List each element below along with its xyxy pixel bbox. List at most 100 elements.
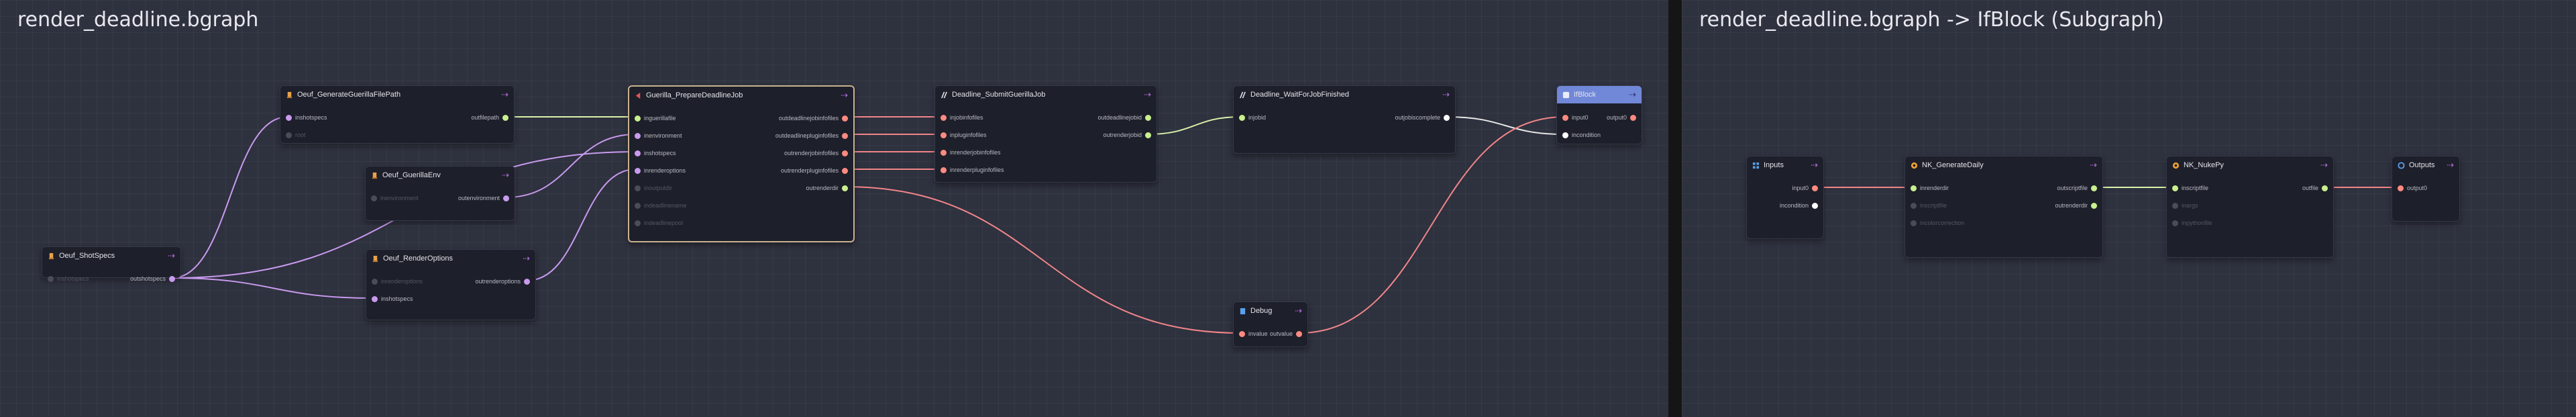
node-menu-icon[interactable]: ⇢ xyxy=(1442,89,1450,99)
port-dot-icon[interactable] xyxy=(941,167,947,174)
port-dot-icon[interactable] xyxy=(635,220,641,227)
port-dot-icon[interactable] xyxy=(1562,115,1568,122)
node-menu-icon[interactable]: ⇢ xyxy=(1295,306,1302,316)
input-port[interactable]: inrenderpluginfofiles xyxy=(941,165,1004,175)
node-menu-icon[interactable]: ⇢ xyxy=(2447,160,2454,170)
port-dot-icon[interactable] xyxy=(503,195,509,202)
input-port[interactable]: inshotspecs xyxy=(286,113,327,122)
node-header[interactable]: Oeuf_GenerateGuerillaFilePath⇢ xyxy=(280,86,514,103)
port-dot-icon[interactable] xyxy=(2398,185,2404,192)
wire[interactable] xyxy=(505,134,637,198)
port-dot-icon[interactable] xyxy=(371,195,377,202)
node-header[interactable]: Outputs⇢ xyxy=(2392,156,2459,174)
port-dot-icon[interactable] xyxy=(1562,132,1568,139)
port-dot-icon[interactable] xyxy=(2322,185,2328,192)
node-header[interactable]: Inputs⇢ xyxy=(1747,156,1823,174)
port-dot-icon[interactable] xyxy=(1911,203,1917,210)
node-outputs[interactable]: Outputs⇢output0 xyxy=(2392,156,2460,222)
node-header[interactable]: IfBlock⇢ xyxy=(1557,86,1642,103)
node-header[interactable]: Guerilla_PrepareDeadlineJob⇢ xyxy=(629,87,853,104)
node-menu-icon[interactable]: ⇢ xyxy=(1144,89,1151,99)
port-dot-icon[interactable] xyxy=(1145,132,1151,139)
port-dot-icon[interactable] xyxy=(286,115,292,122)
node-header[interactable]: Deadline_SubmitGuerillaJob⇢ xyxy=(935,86,1157,103)
output-port[interactable]: outjobiscomplete xyxy=(1395,113,1450,122)
port-dot-icon[interactable] xyxy=(372,279,378,285)
node-header[interactable]: NK_NukePy⇢ xyxy=(2167,156,2333,174)
wire[interactable] xyxy=(1446,116,1565,135)
port-dot-icon[interactable] xyxy=(842,115,848,122)
port-dot-icon[interactable] xyxy=(2091,203,2097,210)
output-port[interactable]: outdeadlinejobinfofiles xyxy=(779,113,848,123)
input-port[interactable]: inshotspecs xyxy=(635,148,676,158)
node-genpath[interactable]: Oeuf_GenerateGuerillaFilePath⇢ inshotspec… xyxy=(280,85,515,144)
output-port[interactable]: outenvironment xyxy=(458,193,509,203)
port-dot-icon[interactable] xyxy=(941,150,947,156)
node-renderopts[interactable]: Oeuf_RenderOptions⇢ inrenderoptions inshot… xyxy=(366,249,536,320)
port-dot-icon[interactable] xyxy=(1812,185,1818,192)
port-dot-icon[interactable] xyxy=(941,115,947,122)
node-menu-icon[interactable]: ⇢ xyxy=(501,89,508,99)
port-dot-icon[interactable] xyxy=(48,276,54,283)
input-port[interactable]: inargs xyxy=(2172,201,2198,210)
port-dot-icon[interactable] xyxy=(2172,185,2178,192)
node-menu-icon[interactable]: ⇢ xyxy=(1629,89,1636,99)
port-dot-icon[interactable] xyxy=(1444,115,1450,122)
main-graph-canvas[interactable]: render_deadline.bgraph Oeuf_ShotSpecs⇢in… xyxy=(0,0,1668,417)
port-dot-icon[interactable] xyxy=(1239,115,1245,122)
port-dot-icon[interactable] xyxy=(2091,185,2097,192)
input-port[interactable]: root xyxy=(286,130,306,140)
wire[interactable] xyxy=(171,116,288,279)
input-port[interactable]: inscriptfile xyxy=(1911,201,1947,210)
port-dot-icon[interactable] xyxy=(635,203,641,210)
wire[interactable] xyxy=(843,186,1242,334)
node-menu-icon[interactable]: ⇢ xyxy=(2320,160,2328,170)
port-dot-icon[interactable] xyxy=(635,150,641,157)
input-port[interactable]: inpluginfofiles xyxy=(941,130,987,140)
output-port[interactable]: output0 xyxy=(1607,113,1636,122)
port-dot-icon[interactable] xyxy=(502,115,508,122)
node-menu-icon[interactable]: ⇢ xyxy=(2090,160,2097,170)
port-dot-icon[interactable] xyxy=(1630,115,1636,122)
output-port[interactable]: outfile xyxy=(2302,183,2328,193)
output-port[interactable]: outvalue xyxy=(1270,329,1302,338)
wire[interactable] xyxy=(1298,116,1565,334)
input-port[interactable]: inrenderoptions xyxy=(372,277,423,286)
input-port[interactable]: invalue xyxy=(1239,329,1268,338)
output-port[interactable]: outscriptfile xyxy=(2057,183,2097,193)
port-dot-icon[interactable] xyxy=(524,279,530,285)
input-port[interactable]: inenvironment xyxy=(635,131,682,140)
port-dot-icon[interactable] xyxy=(842,150,848,157)
port-dot-icon[interactable] xyxy=(1145,115,1151,122)
port-dot-icon[interactable] xyxy=(635,185,641,192)
input-port[interactable]: inoutputdir xyxy=(635,183,672,193)
port-dot-icon[interactable] xyxy=(286,132,292,139)
input-port[interactable]: inrenderoptions xyxy=(635,166,686,175)
input-port[interactable]: inshotspecs xyxy=(372,294,413,304)
port-dot-icon[interactable] xyxy=(372,296,378,303)
node-header[interactable]: Oeuf_RenderOptions⇢ xyxy=(366,250,535,267)
port-dot-icon[interactable] xyxy=(169,276,175,283)
input-port[interactable]: inshotspecs xyxy=(48,274,89,283)
input-port[interactable]: inenvironment xyxy=(371,193,419,203)
input-port[interactable]: inpythonfile xyxy=(2172,218,2212,228)
port-dot-icon[interactable] xyxy=(2172,203,2178,210)
input-port[interactable]: inguerillafile xyxy=(635,113,676,123)
port-dot-icon[interactable] xyxy=(842,133,848,140)
output-port[interactable]: outrenderjobinfofiles xyxy=(784,148,848,158)
output-port[interactable]: outdeadlinejobid xyxy=(1097,113,1151,122)
port-dot-icon[interactable] xyxy=(1296,331,1302,338)
input-port[interactable]: input0 xyxy=(1562,113,1589,122)
wire[interactable] xyxy=(171,277,374,299)
output-port[interactable]: outshotspecs xyxy=(130,274,175,283)
node-header[interactable]: Oeuf_ShotSpecs⇢ xyxy=(42,247,180,265)
node-header[interactable]: NK_GenerateDaily⇢ xyxy=(1905,156,2102,174)
input-port[interactable]: indeadlinename xyxy=(635,201,687,210)
output-port[interactable]: outrenderdir xyxy=(2055,201,2097,210)
port-dot-icon[interactable] xyxy=(635,115,641,122)
